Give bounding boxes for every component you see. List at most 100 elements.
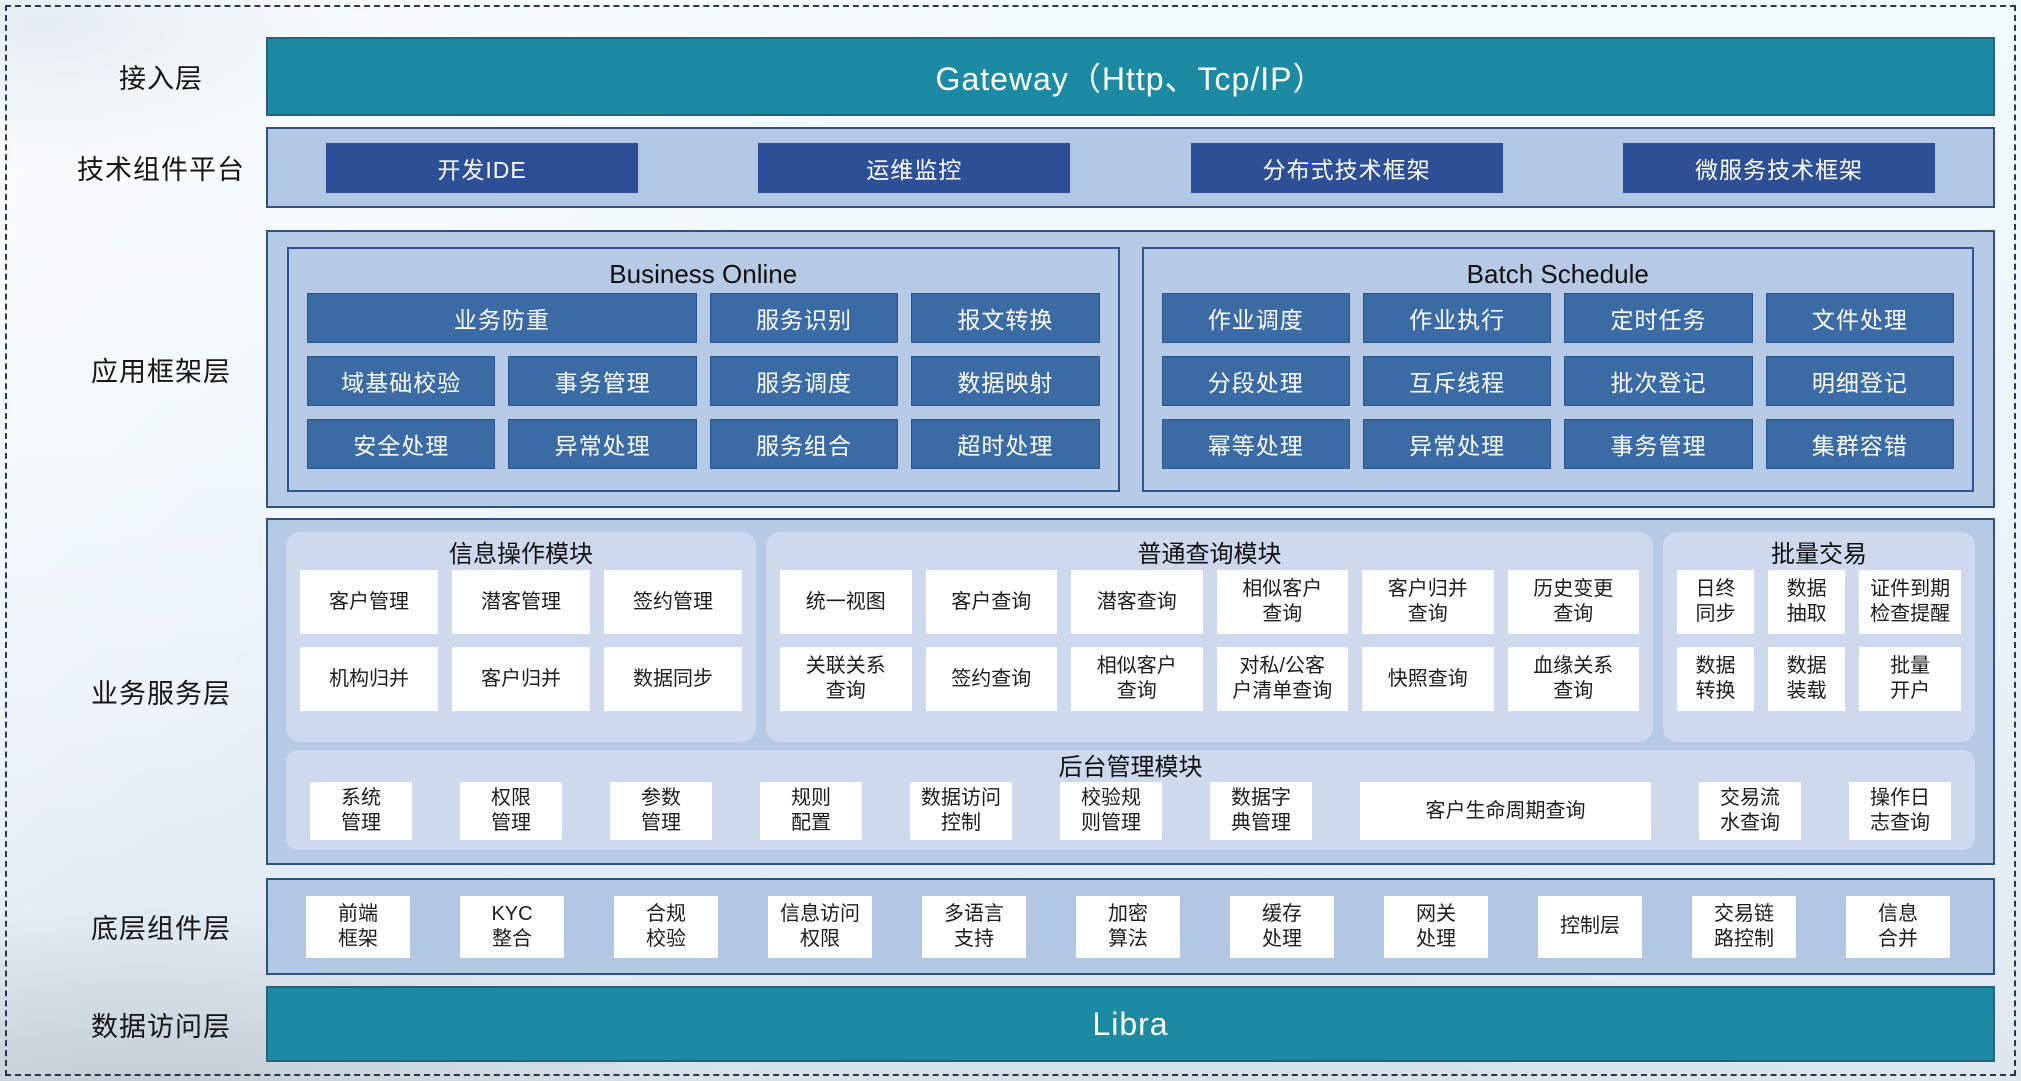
service-item: 相似客户 查询 bbox=[1071, 647, 1203, 711]
layer-label-base-components: 底层组件层 bbox=[91, 914, 231, 944]
service-item: 潜客查询 bbox=[1071, 570, 1203, 634]
general-query-module: 普通查询模块 统一视图客户查询潜客查询相似客户 查询客户归并 查询历史变更 查询… bbox=[766, 532, 1653, 742]
admin-module: 后台管理模块 系统 管理权限 管理参数 管理规则 配置数据访问 控制校验规 则管… bbox=[286, 750, 1975, 850]
admin-module-row: 系统 管理权限 管理参数 管理规则 配置数据访问 控制校验规 则管理数据字 典管… bbox=[310, 782, 1951, 840]
admin-module-title: 后台管理模块 bbox=[1058, 754, 1203, 781]
service-item: 快照查询 bbox=[1362, 647, 1494, 711]
service-item: 潜客管理 bbox=[452, 570, 590, 634]
info-operation-module: 信息操作模块 客户管理潜客管理签约管理机构归并客户归并数据同步 bbox=[286, 532, 756, 742]
app-framework-item: 服务组合 bbox=[709, 419, 899, 469]
app-framework-item: 作业调度 bbox=[1161, 293, 1350, 343]
service-item: 签约查询 bbox=[925, 647, 1057, 711]
batch-trade-module: 批量交易 日终 同步数据 抽取证件到期 检查提醒数据 转换数据 装载批量 开户 bbox=[1663, 532, 1975, 742]
info-operation-title: 信息操作模块 bbox=[449, 541, 593, 568]
admin-item: 权限 管理 bbox=[460, 782, 562, 840]
base-component-item: 合规 校验 bbox=[614, 895, 718, 958]
service-item: 历史变更 查询 bbox=[1507, 570, 1639, 634]
app-framework-item: 事务管理 bbox=[1564, 419, 1753, 469]
base-component-item: KYC 整合 bbox=[460, 895, 564, 958]
batch-schedule-panel: Batch Schedule 作业调度作业执行定时任务文件处理分段处理互斥线程批… bbox=[1141, 247, 1974, 492]
service-item: 对私/公客 户清单查询 bbox=[1216, 647, 1348, 711]
libra-bar: Libra bbox=[266, 986, 1995, 1062]
admin-item: 校验规 则管理 bbox=[1060, 782, 1162, 840]
app-framework-item: 分段处理 bbox=[1161, 356, 1350, 406]
layer-label-access: 接入层 bbox=[119, 64, 203, 94]
tech-platform-item: 分布式技术框架 bbox=[1190, 142, 1503, 193]
batch-trade-grid: 日终 同步数据 抽取证件到期 检查提醒数据 转换数据 装载批量 开户 bbox=[1677, 570, 1961, 711]
base-component-item: 信息访问 权限 bbox=[768, 895, 872, 958]
base-component-item: 多语言 支持 bbox=[922, 895, 1026, 958]
app-framework-item: 服务调度 bbox=[709, 356, 899, 406]
tech-platform-item: 运维监控 bbox=[758, 142, 1071, 193]
base-component-item: 前端 框架 bbox=[306, 895, 410, 958]
layer-label-app-framework: 应用框架层 bbox=[91, 356, 231, 387]
base-component-item: 网关 处理 bbox=[1384, 895, 1488, 958]
service-item: 数据 抽取 bbox=[1768, 570, 1846, 634]
base-component-item: 交易链 路控制 bbox=[1692, 895, 1796, 958]
app-framework-item: 异常处理 bbox=[508, 419, 697, 469]
app-framework-item: 异常处理 bbox=[1362, 419, 1552, 469]
admin-item: 客户生命周期查询 bbox=[1360, 782, 1651, 840]
tech-platform-item: 微服务技术框架 bbox=[1622, 142, 1935, 193]
app-framework-item: 批次登记 bbox=[1564, 356, 1753, 406]
app-framework-item: 报文转换 bbox=[911, 293, 1100, 343]
business-online-grid: 业务防重服务识别报文转换域基础校验事务管理服务调度数据映射安全处理异常处理服务组… bbox=[307, 293, 1100, 469]
service-item: 批量 开户 bbox=[1859, 647, 1961, 711]
batch-schedule-title: Batch Schedule bbox=[1466, 259, 1649, 289]
service-item: 客户归并 查询 bbox=[1362, 570, 1494, 634]
service-item: 客户管理 bbox=[300, 570, 438, 634]
service-item: 客户归并 bbox=[452, 647, 590, 711]
info-operation-grid: 客户管理潜客管理签约管理机构归并客户归并数据同步 bbox=[300, 570, 742, 711]
base-component-item: 信息 合并 bbox=[1846, 895, 1950, 958]
app-framework-band: Business Online 业务防重服务识别报文转换域基础校验事务管理服务调… bbox=[266, 230, 1995, 508]
app-framework-item: 明细登记 bbox=[1765, 356, 1954, 406]
app-framework-item: 定时任务 bbox=[1564, 293, 1753, 343]
service-item: 数据 转换 bbox=[1677, 647, 1755, 711]
app-framework-item: 事务管理 bbox=[508, 356, 697, 406]
batch-schedule-grid: 作业调度作业执行定时任务文件处理分段处理互斥线程批次登记明细登记幂等处理异常处理… bbox=[1161, 293, 1954, 469]
service-item: 统一视图 bbox=[780, 570, 912, 634]
admin-item: 交易流 水查询 bbox=[1699, 782, 1801, 840]
general-query-title: 普通查询模块 bbox=[1137, 541, 1282, 568]
layer-label-data-access: 数据访问层 bbox=[91, 1011, 231, 1042]
admin-item: 规则 配置 bbox=[760, 782, 862, 840]
service-item: 相似客户 查询 bbox=[1216, 570, 1348, 634]
business-online-panel: Business Online 业务防重服务识别报文转换域基础校验事务管理服务调… bbox=[287, 247, 1120, 492]
app-framework-item: 作业执行 bbox=[1362, 293, 1552, 343]
app-framework-item: 超时处理 bbox=[911, 419, 1100, 469]
batch-trade-title: 批量交易 bbox=[1771, 541, 1867, 568]
service-item: 血缘关系 查询 bbox=[1507, 647, 1639, 711]
service-item: 数据同步 bbox=[604, 647, 742, 711]
app-framework-item: 域基础校验 bbox=[307, 356, 496, 406]
admin-item: 系统 管理 bbox=[310, 782, 412, 840]
app-framework-item: 业务防重 bbox=[307, 293, 697, 343]
service-item: 客户查询 bbox=[925, 570, 1057, 634]
base-component-item: 加密 算法 bbox=[1076, 895, 1180, 958]
layer-label-tech-platform: 技术组件平台 bbox=[77, 155, 245, 185]
service-item: 签约管理 bbox=[604, 570, 742, 634]
business-service-modules: 信息操作模块 客户管理潜客管理签约管理机构归并客户归并数据同步 普通查询模块 统… bbox=[286, 532, 1975, 742]
app-framework-item: 集群容错 bbox=[1765, 419, 1954, 469]
business-service-band: 信息操作模块 客户管理潜客管理签约管理机构归并客户归并数据同步 普通查询模块 统… bbox=[266, 518, 1995, 865]
app-framework-item: 安全处理 bbox=[307, 419, 496, 469]
service-item: 日终 同步 bbox=[1677, 570, 1755, 634]
service-item: 关联关系 查询 bbox=[780, 647, 912, 711]
base-component-item: 控制层 bbox=[1538, 895, 1642, 958]
app-framework-item: 文件处理 bbox=[1765, 293, 1954, 343]
app-framework-item: 服务识别 bbox=[709, 293, 899, 343]
layer-label-business-service: 业务服务层 bbox=[91, 679, 231, 709]
service-item: 证件到期 检查提醒 bbox=[1859, 570, 1961, 634]
admin-item: 参数 管理 bbox=[610, 782, 712, 840]
app-framework-item: 幂等处理 bbox=[1161, 419, 1350, 469]
general-query-grid: 统一视图客户查询潜客查询相似客户 查询客户归并 查询历史变更 查询关联关系 查询… bbox=[780, 570, 1639, 711]
gateway-title: Gateway（Http、Tcp/IP） bbox=[935, 60, 1326, 97]
app-framework-item: 数据映射 bbox=[911, 356, 1100, 406]
business-online-title: Business Online bbox=[609, 259, 798, 289]
app-framework-item: 互斥线程 bbox=[1362, 356, 1552, 406]
admin-item: 操作日 志查询 bbox=[1849, 782, 1951, 840]
libra-title: Libra bbox=[1092, 1005, 1169, 1042]
service-item: 机构归并 bbox=[300, 647, 438, 711]
